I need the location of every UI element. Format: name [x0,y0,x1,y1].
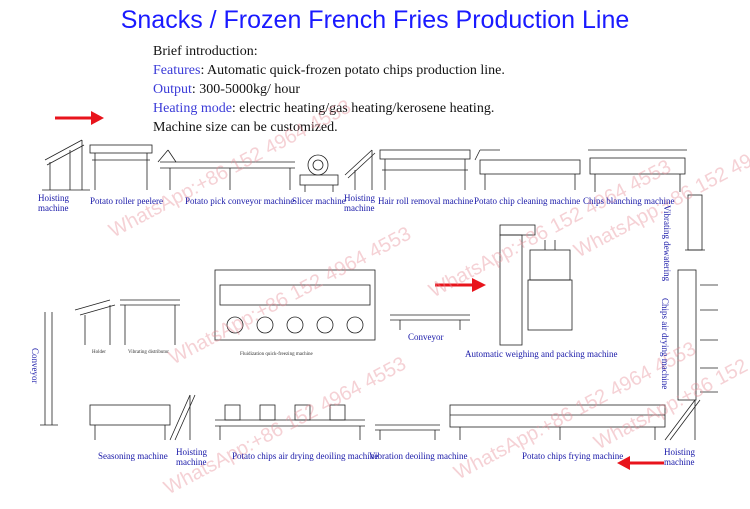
intro-block: Brief introduction: Features: Automatic … [153,42,505,137]
conveyor-left-drawing [40,312,58,426]
label-chips-air-drying: Chips air drying machine [660,298,670,390]
label-vibrating-dewatering: Vibrating dewatering [662,205,672,282]
chips-air-drying-drawing [677,269,718,401]
label-chip-cleaning: Potato chip cleaning machine [474,196,581,206]
arrow-middle-icon [435,278,486,292]
chips-frying-drawing [449,404,666,440]
features-line: Features: Automatic quick-frozen potato … [153,61,505,80]
hoisting-machine-2-drawing [344,149,376,190]
vibration-deoiling-drawing [375,424,440,440]
output-value: : 300-5000kg/ hour [191,82,300,97]
holder-drawing [74,299,116,345]
label-conveyor-left: Conveyor [30,348,40,384]
chips-blanching-drawing [588,149,687,192]
label-chips-blanching: Chips blanching machine [583,196,675,206]
vibrating-distributor-drawing [120,299,180,345]
heating-line: Heating mode: electric heating/gas heati… [153,99,505,118]
seasoning-drawing [89,404,171,440]
chip-cleaning-drawing [474,149,581,190]
label-conveyor-mid: Conveyor [408,332,444,342]
label-pick-conveyor: Potato pick conveyor machine [185,196,295,206]
arrow-bottom-right-icon [617,456,664,470]
label-vibrating-distributor: Vibrating distributor [128,350,169,355]
hoisting-machine-1-drawing [42,139,90,191]
vibrating-dewatering-drawing [685,194,705,251]
air-drying-deoiling-drawing [215,404,365,440]
roller-peeler-drawing [89,144,153,190]
conveyor-mid-drawing [390,314,470,330]
pick-conveyor-drawing [157,149,295,190]
label-auto-weighing: Automatic weighing and packing machine [465,349,618,359]
flow-arrows [55,111,664,470]
label-roller-peeler: Potato roller peelere [90,196,163,206]
slicer-drawing [299,154,339,192]
label-fluidization: Fluidization quick-freezing machine [240,352,313,357]
brief-intro: Brief introduction: [153,44,258,59]
page-title: Snacks / Frozen French Fries Production … [120,6,630,34]
label-hair-roll: Hair roll removal machine [378,196,474,206]
label-vibration-deoiling: Vibration deoiling machine [369,451,468,461]
label-slicer: Slicer machine [292,196,346,206]
size-line: Machine size can be customized. [153,120,338,135]
weighing-packing-drawing [499,224,573,346]
output-line: Output: 300-5000kg/ hour [153,80,505,99]
label-air-drying-deoiling: Potato chips air drying deoiling machine [232,451,379,461]
label-seasoning: Seasoning machine [98,451,168,461]
label-chips-frying: Potato chips frying machine [522,451,624,461]
features-value: : Automatic quick-frozen potato chips pr… [200,63,505,78]
label-holder: Holder [92,350,106,355]
hoisting-machine-4-drawing [664,399,701,441]
output-key: Output [153,82,192,97]
heating-value: : electric heating/gas heating/kerosene … [231,101,495,116]
features-key: Features [153,63,201,78]
heating-key: Heating mode [153,101,232,116]
fluidization-drawing [214,269,376,341]
hoisting-machine-3-drawing [169,394,196,441]
hair-roll-drawing [379,149,471,190]
arrow-top-left-icon [55,111,104,125]
